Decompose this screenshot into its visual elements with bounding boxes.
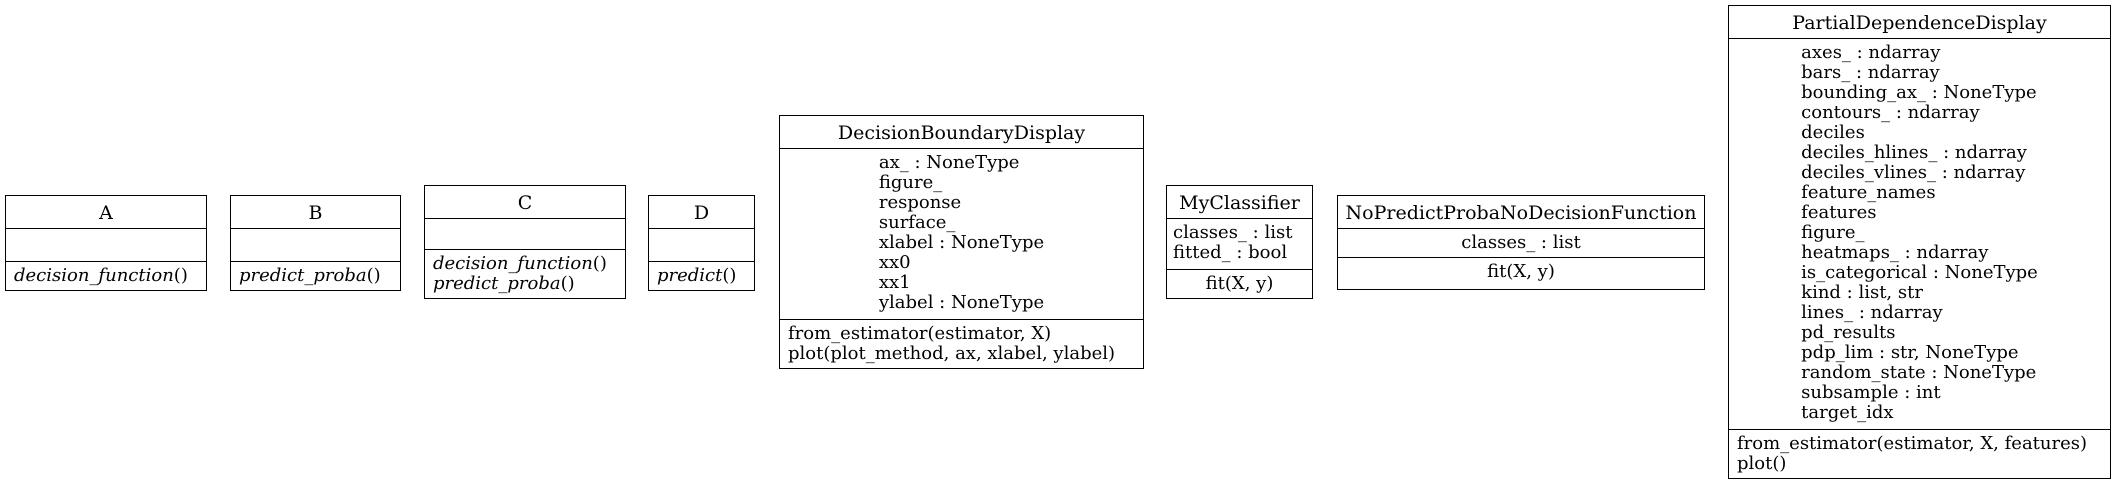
class-a-method: decision_function()	[14, 266, 198, 286]
attribute: figure_	[878, 172, 943, 193]
method-args: ()	[722, 265, 737, 286]
attribute: xlabel : NoneType	[878, 232, 1045, 253]
class-d-title: D	[649, 196, 754, 229]
attribute: xx0	[878, 252, 911, 273]
class-c-method: predict_proba()	[433, 274, 617, 294]
attribute: axes_ : ndarray	[1801, 42, 1941, 63]
class-b-attributes	[231, 229, 400, 262]
attribute: figure_	[1801, 222, 1865, 243]
attribute: kind : list, str	[1801, 282, 1923, 303]
attribute: ylabel : NoneType	[878, 292, 1045, 313]
attribute: heatmaps_ : ndarray	[1801, 242, 1989, 263]
attribute: bars_ : ndarray	[1801, 62, 1940, 83]
attribute: ax_ : NoneType	[878, 152, 1020, 173]
attribute: classes_ : list	[1461, 232, 1581, 253]
method-name: decision_function	[14, 265, 174, 286]
attribute: deciles_vlines_ : ndarray	[1801, 162, 2026, 183]
class-d-methods: predict()	[649, 262, 754, 290]
method-name: predict	[657, 265, 723, 286]
class-a-methods: decision_function()	[6, 262, 206, 290]
class-b-methods: predict_proba()	[231, 262, 400, 290]
class-decision-boundary-display-methods: from_estimator(estimator, X)plot(plot_me…	[780, 320, 1143, 368]
attribute: fitted_ : bool	[1173, 242, 1288, 263]
method: from_estimator(estimator, X)	[788, 323, 1052, 344]
attribute: target_idx	[1801, 402, 1894, 423]
class-b-title: B	[231, 196, 400, 229]
attribute: feature_names	[1801, 182, 1936, 203]
class-c-method: decision_function()	[433, 254, 617, 274]
method-args: ()	[592, 253, 607, 274]
class-no-predict-proba-no-decision-function-title: NoPredictProbaNoDecisionFunction	[1338, 196, 1704, 229]
attribute: surface_	[878, 212, 956, 233]
method: plot(plot_method, ax, xlabel, ylabel)	[788, 343, 1116, 364]
method: fit(X, y)	[1487, 261, 1555, 282]
class-no-predict-proba-no-decision-function-methods: fit(X, y)	[1338, 258, 1704, 286]
method: fit(X, y)	[1205, 273, 1274, 294]
class-my-classifier-title: MyClassifier	[1167, 186, 1312, 219]
attribute: pd_results	[1801, 322, 1896, 343]
class-a: A decision_function()	[5, 195, 207, 291]
attribute: random_state : NoneType	[1801, 362, 2037, 383]
class-no-predict-proba-no-decision-function-attributes: classes_ : list	[1338, 229, 1704, 258]
class-a-title: A	[6, 196, 206, 229]
attribute: subsample : int	[1801, 382, 1941, 403]
method-args: ()	[173, 265, 188, 286]
method-args: ()	[366, 265, 381, 286]
class-d-attributes	[649, 229, 754, 262]
class-c-title: C	[425, 186, 625, 219]
attribute: bounding_ax_ : NoneType	[1801, 82, 2037, 103]
class-partial-dependence-display: PartialDependenceDisplay axes_ : ndarray…	[1728, 5, 2111, 479]
method: plot()	[1737, 453, 1787, 474]
attribute: response	[878, 192, 962, 213]
method-name: decision_function	[433, 253, 593, 274]
attribute: deciles_hlines_ : ndarray	[1801, 142, 2027, 163]
class-c-methods: decision_function() predict_proba()	[425, 250, 625, 298]
class-c-attributes	[425, 219, 625, 250]
attribute: classes_ : list	[1173, 222, 1293, 243]
attribute: deciles	[1801, 122, 1865, 143]
class-b-method: predict_proba()	[239, 266, 392, 286]
attribute: contours_ : ndarray	[1801, 102, 1980, 123]
class-no-predict-proba-no-decision-function: NoPredictProbaNoDecisionFunction classes…	[1337, 195, 1705, 290]
class-a-attributes	[6, 229, 206, 262]
class-my-classifier-methods: fit(X, y)	[1167, 270, 1312, 298]
method-name: predict_proba	[239, 265, 367, 286]
attribute: is_categorical : NoneType	[1801, 262, 2038, 283]
method-args: ()	[560, 273, 575, 294]
method: from_estimator(estimator, X, features)	[1737, 433, 2088, 454]
class-partial-dependence-display-methods: from_estimator(estimator, X, features)pl…	[1729, 430, 2110, 478]
attribute: features	[1801, 202, 1877, 223]
attribute: pdp_lim : str, NoneType	[1801, 342, 2019, 363]
attribute: lines_ : ndarray	[1801, 302, 1943, 323]
method-name: predict_proba	[433, 273, 561, 294]
attribute: xx1	[878, 272, 911, 293]
class-decision-boundary-display-title: DecisionBoundaryDisplay	[780, 116, 1143, 149]
class-b: B predict_proba()	[230, 195, 401, 291]
class-d-method: predict()	[657, 266, 746, 286]
class-c: C decision_function() predict_proba()	[424, 185, 626, 299]
class-partial-dependence-display-title: PartialDependenceDisplay	[1729, 6, 2110, 39]
class-d: D predict()	[648, 195, 755, 291]
